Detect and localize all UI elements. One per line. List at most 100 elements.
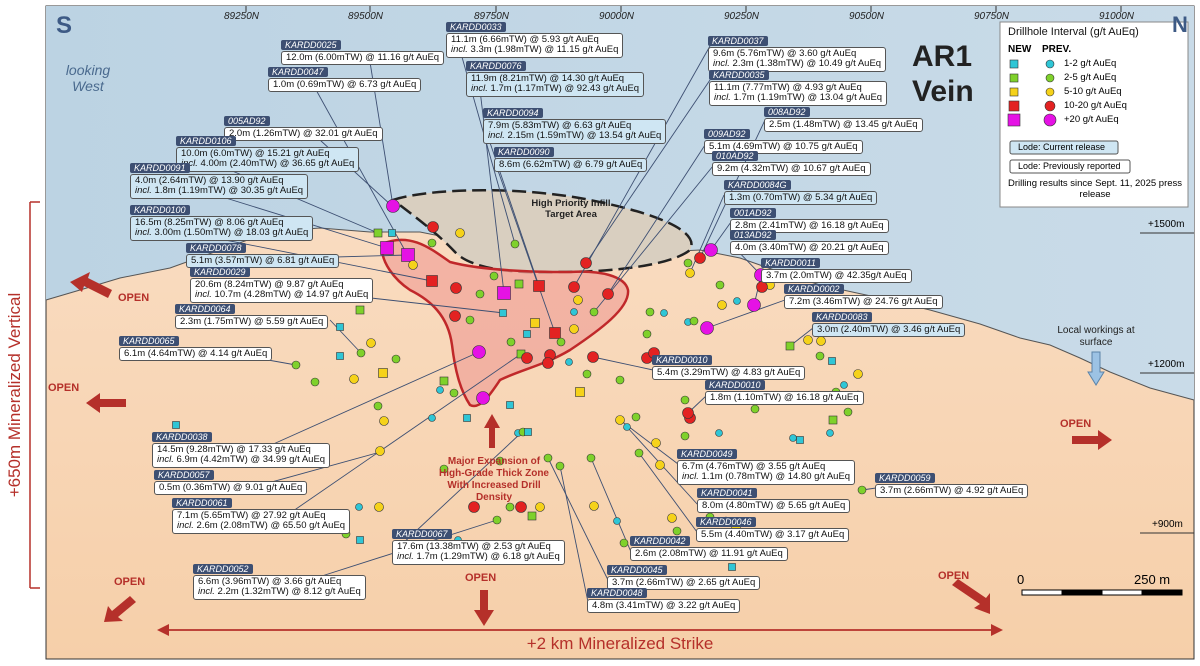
incl-value: 3.00m (1.50mTW) @ 18.03 g/t AuEq: [154, 227, 309, 239]
drillhole-prev-symbol: [489, 271, 499, 281]
drillhole-prev-symbol: [645, 307, 655, 317]
drillhole-prev-symbol: [613, 517, 621, 525]
drillhole-prev-symbol: [506, 337, 516, 347]
drillhole-new-symbol: [497, 286, 511, 300]
drillhole-prev-symbol: [495, 456, 505, 466]
drillhole-prev-symbol: [623, 423, 631, 431]
expansion-label: Major Expansion of High-Grade Thick Zone…: [438, 456, 549, 503]
callout-box: 2.0m (1.26mTW) @ 32.01 g/t AuEq: [224, 126, 383, 142]
intercept-line: 11.1m (7.77mTW) @ 4.93 g/t AuEq: [714, 81, 862, 93]
incl-label: incl.: [198, 586, 218, 598]
intercept-incl-line: incl. 1.7m (1.17mTW) @ 92.43 g/t AuEq: [471, 83, 639, 95]
drillhole-prev-symbol: [465, 315, 475, 325]
drillhole-prev-symbol: [535, 502, 545, 512]
drillhole-new-symbol: [388, 229, 396, 237]
leader-line: [279, 353, 522, 521]
incl-value: 2.15m (1.59mTW) @ 13.54 g/t AuEq: [507, 130, 662, 142]
drillhole-prev-symbol: [602, 288, 614, 300]
drillhole-id: KARDD0037: [708, 36, 768, 47]
incl-label: incl.: [195, 289, 215, 301]
open-arrows: [70, 272, 1112, 626]
drillhole-new-symbol: [463, 414, 471, 422]
incl-value: 1.8m (1.19mTW) @ 30.35 g/t AuEq: [154, 185, 304, 197]
intercept-incl-line: incl. 2.15m (1.59mTW) @ 13.54 g/t AuEq: [488, 130, 662, 142]
intercept-line: 10.0m (6.0mTW) @ 15.21 g/t AuEq: [181, 147, 330, 159]
workings-arrow: [1087, 351, 1105, 386]
drillhole-prev-symbol: [570, 308, 578, 316]
drillhole-prev-symbol: [655, 460, 665, 470]
intercept-line: 6.6m (3.96mTW) @ 3.66 g/t AuEq: [198, 575, 342, 587]
drillhole-prev-symbol: [826, 429, 834, 437]
drillhole-prev-symbol: [680, 431, 690, 441]
drillhole-id: KARDD0064: [175, 304, 235, 315]
callout-box: 1.8m (1.10mTW) @ 16.18 g/t AuEq: [705, 390, 864, 406]
drillhole-new-symbol: [828, 357, 836, 365]
open-label: OPEN: [118, 292, 150, 304]
callout-box: 7.2m (3.46mTW) @ 24.76 g/t AuEq: [784, 294, 943, 310]
drillhole-prev-symbol: [582, 369, 592, 379]
legend-prev-symbol: [1045, 73, 1055, 83]
drillhole-id: KARDD0057: [154, 470, 214, 481]
drillhole-new-symbol: [796, 436, 804, 444]
intercept-line: 1.8m (1.10mTW) @ 16.18 g/t AuEq: [710, 391, 859, 403]
vein-title: AR1 Vein: [912, 40, 974, 108]
drillhole-new-symbol: [373, 228, 383, 238]
intercept-line: 8.6m (6.62mTW) @ 6.79 g/t AuEq: [499, 158, 643, 170]
incl-label: incl.: [397, 551, 417, 563]
drillhole-new-symbol: [524, 428, 532, 436]
leader-line: [592, 356, 654, 371]
drillhole-prev-symbol: [391, 354, 401, 364]
drillhole-prev-symbol: [750, 404, 760, 414]
drillhole-new-symbol: [575, 387, 585, 397]
legend-new-symbol: [1007, 113, 1021, 127]
callout-box: 8.0m (4.80mTW) @ 5.65 g/t AuEq: [697, 498, 851, 514]
leader-line: [607, 144, 706, 295]
drillhole-prev-symbol: [291, 360, 301, 370]
legend-row-label: 5-10 g/t AuEq: [1064, 86, 1122, 97]
intercept-incl-line: incl. 2.6m (2.08mTW) @ 65.50 g/t AuEq: [177, 520, 345, 532]
drillhole-prev-symbol: [355, 503, 363, 511]
drillhole-prev-symbol: [427, 238, 437, 248]
drillhole-prev-symbol: [667, 513, 677, 523]
leader-line: [259, 351, 480, 451]
drillhole-prev-symbol: [685, 268, 695, 278]
intercept-line: 4.0m (3.40mTW) @ 20.21 g/t AuEq: [735, 241, 884, 253]
vertical-extent-label: +650m Mineralized Vertical: [5, 292, 24, 498]
drillhole-id: KARDD0042: [630, 536, 690, 547]
callout-box: 5.1m (4.69mTW) @ 10.75 g/t AuEq: [704, 139, 863, 155]
drillhole-new-symbol: [728, 563, 736, 571]
drillhole-prev-symbol: [505, 502, 515, 512]
drillhole-new-symbol: [828, 415, 838, 425]
drillhole-prev-symbol: [568, 281, 580, 293]
intercept-line: 7.1m (5.65mTW) @ 27.92 g/t AuEq: [177, 509, 326, 521]
drillhole-prev-symbol: [715, 280, 725, 290]
legend-row-label: 10-20 g/t AuEq: [1064, 100, 1127, 111]
drillhole-prev-symbol: [580, 257, 592, 269]
drillhole-prev-symbol: [631, 412, 641, 422]
drillhole-new-symbol: [439, 376, 449, 386]
legend-col-prev: PREV.: [1042, 44, 1072, 55]
drillhole-id: KARDD0046: [696, 517, 756, 528]
scale-bar: [1021, 589, 1183, 596]
drillhole-new-symbol: [356, 536, 364, 544]
callout-box: 3.7m (2.66mTW) @ 2.65 g/t AuEq: [607, 575, 761, 591]
drillhole-id: KARDD0059: [875, 473, 935, 484]
callout-box: 2.3m (1.75mTW) @ 5.59 g/t AuEq: [175, 314, 329, 330]
drillhole-prev-symbol: [589, 307, 599, 317]
open-label: OPEN: [938, 570, 970, 582]
incl-value: 4.00m (2.40mTW) @ 36.65 g/t AuEq: [200, 158, 355, 170]
drillhole-prev-symbol: [816, 336, 826, 346]
intercept-line: 5.1m (4.69mTW) @ 10.75 g/t AuEq: [709, 140, 858, 152]
drillhole-prev-symbol: [374, 502, 384, 512]
